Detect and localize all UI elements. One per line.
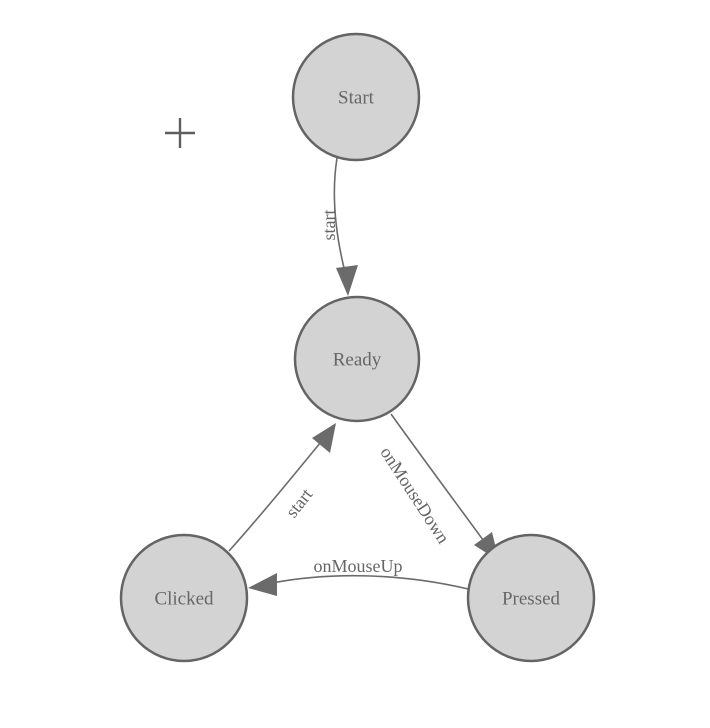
edge-path-ready-to-pressed <box>390 413 487 545</box>
node-start-label: Start <box>338 88 375 109</box>
edge-path-pressed-to-clicked <box>271 574 469 590</box>
edge-label-start-to-ready: start <box>319 210 339 241</box>
edge-label-clicked-to-ready: start <box>282 485 317 522</box>
node-ready-label: Ready <box>333 350 382 371</box>
node-pressed-label: Pressed <box>502 589 561 610</box>
crosshair-icon <box>165 118 195 148</box>
node-start-circle <box>291 32 421 162</box>
edge-path-start-to-ready <box>333 157 346 273</box>
node-clicked-label: Clicked <box>154 589 214 610</box>
node-pressed[interactable]: Pressed <box>466 533 596 663</box>
edge-pressed-to-clicked[interactable]: onMouseUp <box>248 556 469 596</box>
edge-path-clicked-to-ready <box>228 441 322 552</box>
edge-start-to-ready[interactable]: start <box>319 157 358 296</box>
node-ready-circle <box>293 295 421 423</box>
node-clicked-circle <box>119 533 249 663</box>
node-pressed-circle <box>466 533 596 663</box>
node-ready[interactable]: Ready <box>293 295 421 423</box>
edge-clicked-to-ready[interactable]: start <box>228 423 336 552</box>
edge-label-pressed-to-clicked: onMouseUp <box>314 556 403 576</box>
arrowhead-pressed-to-clicked <box>248 573 277 596</box>
arrowhead-clicked-to-ready <box>312 423 336 453</box>
edge-ready-to-pressed[interactable]: onMouseDown <box>376 413 499 561</box>
edge-label-ready-to-pressed: onMouseDown <box>376 443 453 547</box>
node-clicked[interactable]: Clicked <box>119 533 249 663</box>
arrowhead-start-to-ready <box>336 265 358 296</box>
node-start[interactable]: Start <box>291 32 421 162</box>
